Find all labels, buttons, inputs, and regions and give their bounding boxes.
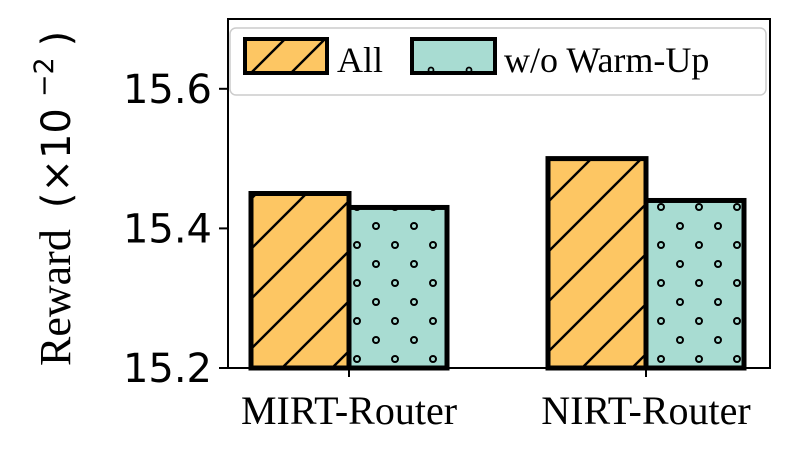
y-tick-label: 15.4: [123, 206, 212, 252]
bar-warmup-nirt-router: [643, 197, 747, 371]
y-tick-label: 15.6: [123, 67, 212, 113]
legend-label-warmup: w/o Warm-Up: [504, 40, 709, 80]
legend-frame: [229, 27, 767, 96]
y-axis-label: Reward (×10 −2 ): [14, 31, 80, 366]
y-axis-label-close: ): [34, 31, 80, 47]
bar-warmup-mirt-router: [346, 204, 450, 371]
plot-frame: [227, 18, 771, 369]
legend-swatch-warmup: [410, 37, 497, 75]
y-axis: 15.2 15.4 15.6: [123, 67, 228, 392]
bars-group: [248, 156, 747, 371]
y-axis-label-suffix: (×10: [34, 108, 80, 208]
legend: All w/o Warm-Up: [229, 27, 767, 96]
y-axis-label-exponent: −2: [29, 57, 60, 97]
bar-all-mirt-router: [248, 191, 352, 371]
bar-all-nirt-router: [545, 156, 649, 371]
x-axis: MIRT-Router NIRT-Router: [241, 368, 751, 433]
x-tick-label: MIRT-Router: [241, 388, 457, 433]
legend-label-all: All: [337, 40, 383, 80]
y-tick-label: 15.2: [123, 346, 212, 392]
y-axis-label-text: Reward: [31, 229, 80, 366]
x-tick-label: NIRT-Router: [541, 388, 750, 433]
legend-swatch-all: [243, 37, 329, 75]
